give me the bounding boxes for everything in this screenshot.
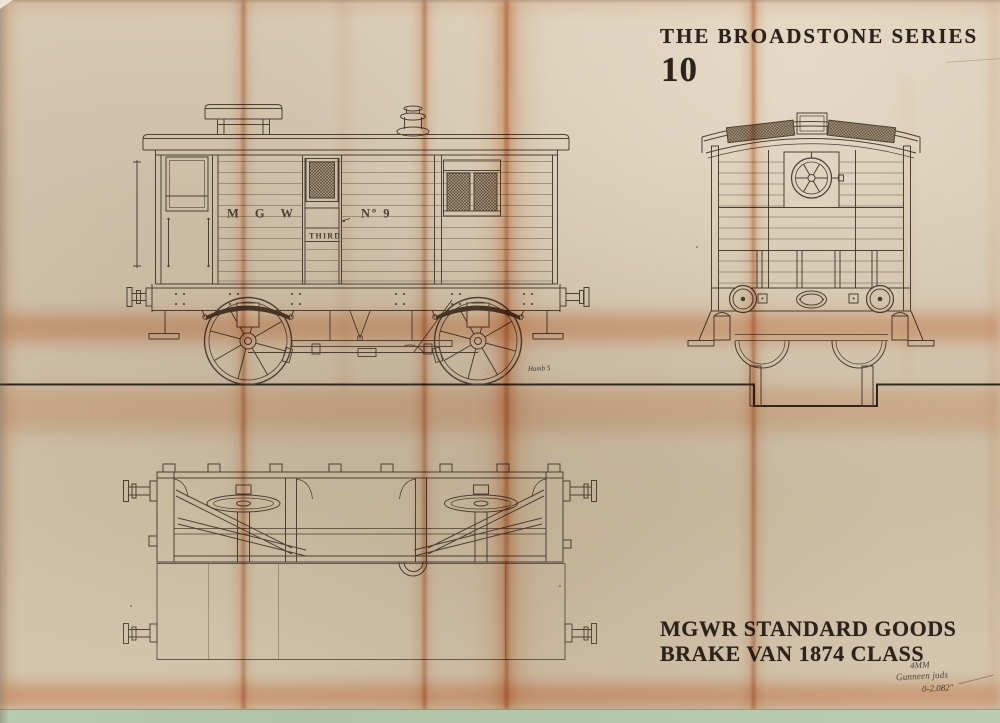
surface-scribble: Hamb 5 xyxy=(527,364,551,373)
axle-wheel-right xyxy=(444,484,518,563)
brake-shaft-bearing xyxy=(398,561,428,577)
end-buffer-right xyxy=(865,284,895,314)
end-elevation-view xyxy=(687,112,935,407)
series-title: THE BROADSTONE SERIES xyxy=(660,24,979,48)
rail-right xyxy=(861,365,874,407)
lamp-iron xyxy=(133,160,141,268)
paper-edge-shadow-left xyxy=(0,0,9,723)
class-label: THIRD xyxy=(309,232,341,241)
end-buffer-left xyxy=(728,284,758,314)
side-elevation-view: M G W Nº 9 THIRD xyxy=(126,104,590,386)
roof-ventilator xyxy=(396,105,430,137)
axlebox-spring-right xyxy=(431,302,525,328)
handwritten-scale-note: 4MM xyxy=(909,659,930,671)
roof xyxy=(142,134,570,151)
paper-corner-notch xyxy=(0,0,13,9)
frame-lugs xyxy=(162,463,561,473)
side-window xyxy=(443,159,501,217)
end-framing xyxy=(719,150,903,288)
brake-handwheel xyxy=(790,152,844,199)
buffer-right xyxy=(559,287,590,307)
veranda xyxy=(133,156,210,268)
underframe-view xyxy=(123,463,597,577)
end-upper-windows xyxy=(725,112,897,144)
underframe-buffer-right xyxy=(562,480,597,502)
axlebox-spring-left xyxy=(201,302,295,328)
door-window xyxy=(309,161,335,199)
end-planking xyxy=(719,161,903,284)
plan-buffer-left xyxy=(123,623,158,644)
door xyxy=(304,158,351,284)
series-number: 10 xyxy=(661,50,698,89)
handwritten-drawing-number: 0-2.082″ xyxy=(921,682,954,694)
rail-left xyxy=(749,365,762,407)
scan-artifacts: Hamb 5 xyxy=(130,246,699,607)
end-running-gear xyxy=(687,310,935,407)
floor-plan-view xyxy=(123,563,597,660)
wagon-lettering: M G W Nº 9 THIRD xyxy=(227,207,392,241)
railway-initials: M G W xyxy=(227,207,300,221)
buffer-left xyxy=(126,287,153,307)
van-body xyxy=(155,150,558,285)
green-edge-strip xyxy=(0,709,1000,723)
plan-buffer-right xyxy=(564,623,597,644)
drawing-title-line2: BRAKE VAN 1874 CLASS xyxy=(660,641,925,666)
running-number: Nº 9 xyxy=(361,207,392,221)
frame-members xyxy=(148,477,572,577)
ground-line xyxy=(0,383,1000,407)
drawing-title-line1: MGWR STANDARD GOODS xyxy=(660,616,957,641)
paper-edge-shadow-top xyxy=(0,0,1000,4)
underframe-buffer-left xyxy=(123,480,158,502)
roof-lookout xyxy=(204,104,283,135)
